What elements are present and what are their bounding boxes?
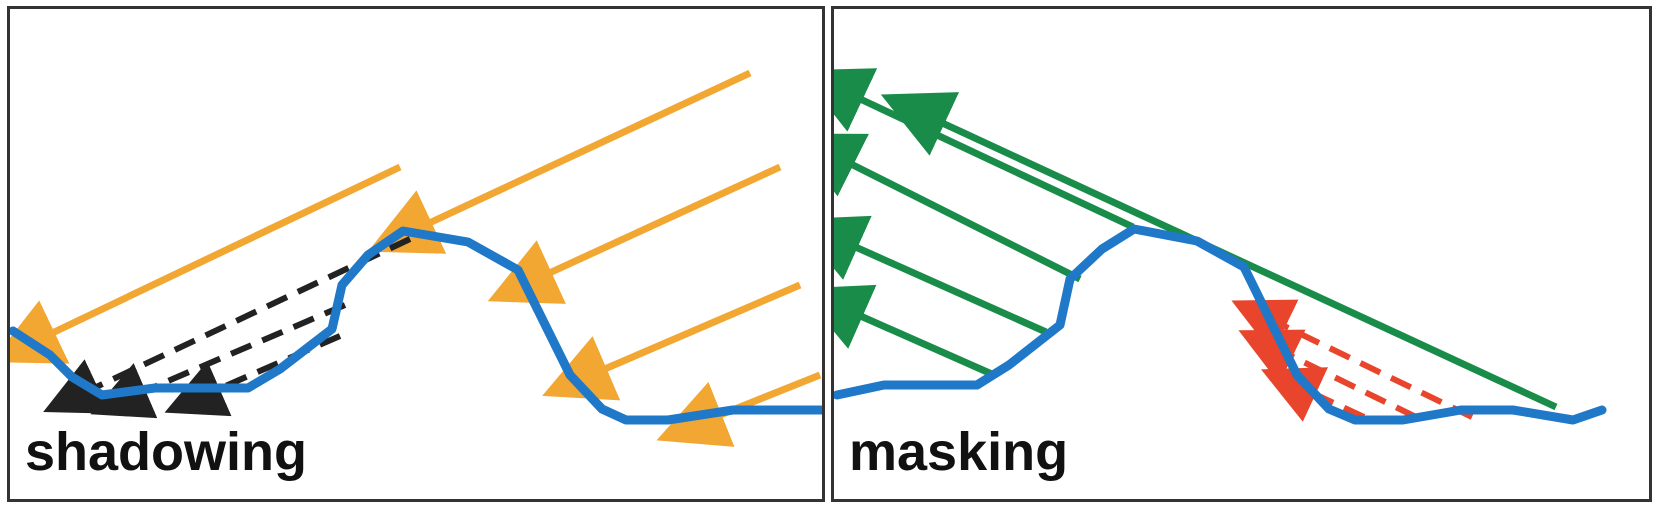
incident-light-rays <box>10 69 822 447</box>
masked-ray <box>1231 299 1474 420</box>
light-ray <box>542 281 802 401</box>
light-ray <box>10 163 402 364</box>
masking-panel: masking <box>831 6 1652 502</box>
masking-diagram <box>834 68 1607 425</box>
masked-rays <box>1231 299 1474 422</box>
panel-label-masking: masking <box>849 422 1069 482</box>
light-ray <box>487 163 782 304</box>
shadowing-panel: shadowing <box>7 6 825 502</box>
shadowed-rays <box>43 236 412 419</box>
light-ray <box>367 69 752 254</box>
visible-rays <box>834 68 1558 411</box>
shadowed-ray <box>164 333 342 417</box>
surface-profile <box>834 224 1607 425</box>
masked-ray <box>1238 329 1418 420</box>
visible-ray <box>834 133 1082 283</box>
panel-label-shadowing: shadowing <box>25 422 307 482</box>
visible-ray <box>834 68 1135 231</box>
visible-ray <box>834 284 996 379</box>
surface-profile <box>10 226 822 425</box>
shadowing-diagram <box>10 69 822 447</box>
visible-ray <box>834 215 1048 336</box>
